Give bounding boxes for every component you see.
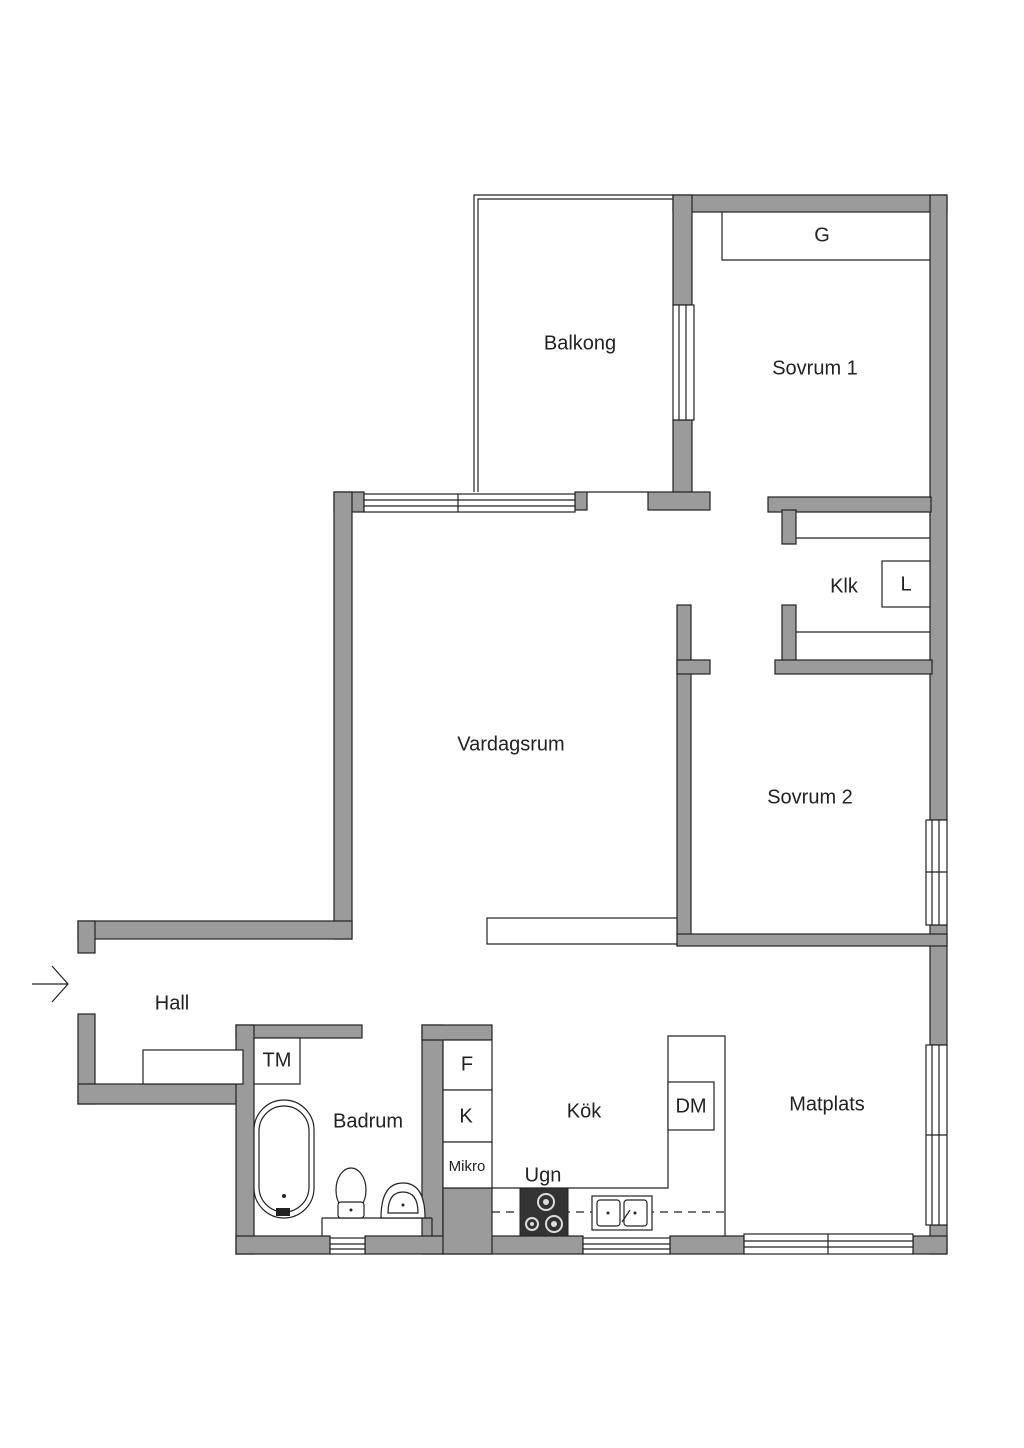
toilet-icon [335,1167,367,1219]
living-room-window [363,493,576,513]
wall-living-left [333,491,353,940]
wall-bedroom1-left-lower [672,419,693,499]
room-label-balkong: Balkong [544,332,616,354]
wall-closet-upper [781,509,797,545]
washing-machine [253,1037,301,1085]
bathroom-window [329,1237,366,1255]
freezer-label: F [461,1053,473,1075]
washbasin-icon [380,1182,426,1219]
living-room-bench [486,917,678,945]
kitchen-window [582,1237,671,1255]
dishwasher [667,1081,715,1131]
wall-bedroom2-bottom [676,933,948,947]
wall-hall-top [77,920,353,940]
wardrobe-outline [721,212,930,261]
dishwasher-label: DM [675,1095,706,1117]
room-label-vardagsrum: Vardagsrum [457,733,564,755]
linen-label: L [900,573,911,595]
wall-bath-top [235,1024,363,1039]
fridge [442,1089,493,1143]
windows [329,304,948,1255]
wall-bedroom1-bottom-stub [647,491,711,511]
wall-bedroom1-left-upper [672,194,693,306]
wall-bedroom1-bottom-right [767,496,932,513]
wardrobe-label: G [814,224,830,246]
wall-kitchen-pier [442,1187,493,1255]
bathtub-icon [253,1099,315,1219]
microwave [442,1141,493,1189]
room-label-sovrum1: Sovrum 1 [772,357,858,379]
washing-machine-label: TM [263,1049,292,1071]
room-label-sovrum2: Sovrum 2 [767,786,853,808]
wall-hall-left-upper [77,920,96,954]
stove-icon [519,1187,569,1237]
wall-bedroom2-stub [676,659,711,675]
hall-bench [142,1049,244,1085]
wall-hall-bottom [77,1083,245,1105]
microwave-label: Mikro [449,1158,486,1175]
kitchen-sink-icon [591,1195,653,1231]
wall-living-top-right [574,491,588,511]
room-label-matplats: Matplats [789,1093,865,1115]
wall-closet-bottom [774,659,933,675]
wall-kitchen-top-stub [421,1024,493,1041]
wall-right-upper [929,194,948,821]
room-label-klk: Klk [830,575,859,597]
balcony-outline [473,194,673,493]
wall-bedroom2-left [676,604,692,946]
entrance-arrow-icon [32,965,69,1003]
linen-cabinet [881,560,931,608]
walls [77,194,948,1255]
wall-bottom-a [235,1235,331,1255]
fridge-label: K [459,1105,473,1127]
room-label-hall: Hall [155,992,189,1014]
freezer [442,1039,493,1091]
room-label-badrum: Badrum [333,1110,403,1132]
wall-top-bedroom1 [672,194,948,213]
wall-bottom-d [912,1235,948,1255]
room-label-kok: Kök [567,1100,602,1122]
wall-bottom-c [669,1235,745,1255]
wall-closet-lower [781,604,797,668]
fixtures [32,212,931,1237]
balcony-door [672,304,695,421]
kitchen-counter [492,1035,726,1236]
labels: Balkong Sovrum 1 G Klk L Vardagsrum Sovr… [155,224,912,1186]
oven-label: Ugn [525,1164,562,1186]
